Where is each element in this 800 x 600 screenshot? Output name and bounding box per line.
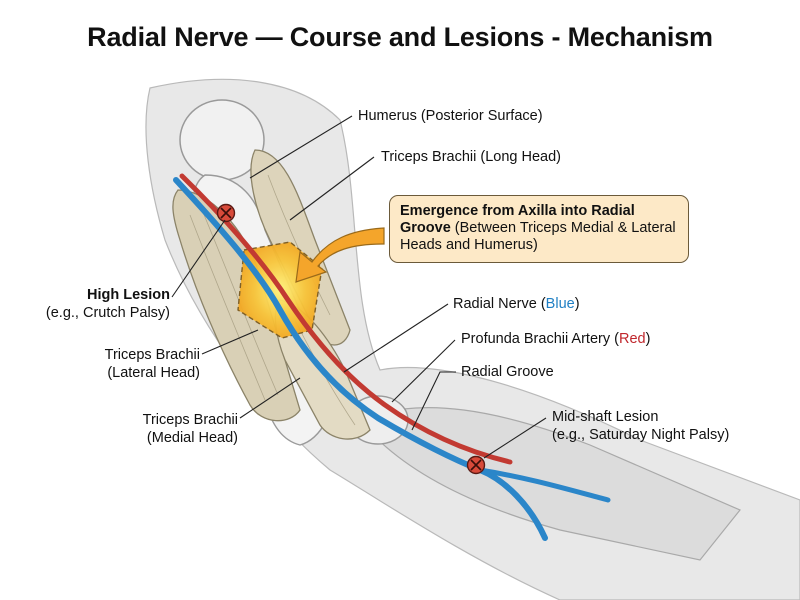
callout-bold-text: Emergence from Axilla into Radial Groove [400, 203, 635, 236]
emergence-callout-box: Emergence from Axilla into Radial Groove… [389, 195, 689, 263]
label-radial-nerve: Radial Nerve (Blue) [453, 295, 580, 313]
radial-nerve-color-word: Blue [545, 296, 575, 312]
label-radial-groove: Radial Groove [461, 364, 554, 380]
label-high-lesion: High Lesion (e.g., Crutch Palsy) [0, 286, 170, 322]
label-humerus: Humerus (Posterior Surface) [358, 108, 543, 124]
label-midshaft-lesion: Mid-shaft Lesion (e.g., Saturday Night P… [552, 408, 729, 444]
high-lesion-marker [216, 203, 236, 223]
triceps-lateral-line2: (Lateral Head) [107, 365, 200, 381]
midshaft-title: Mid-shaft Lesion [552, 409, 659, 425]
radial-nerve-branch [477, 467, 611, 503]
leader-triceps-long [289, 156, 375, 221]
leader-triceps-lateral [201, 329, 259, 355]
label-triceps-medial-head: Triceps Brachii (Medial Head) [0, 411, 238, 447]
radial-nerve-suffix: ) [574, 296, 580, 312]
profunda-brachii-artery [179, 173, 513, 465]
artery-color-word: Red [618, 331, 646, 347]
leader-midshaft [483, 417, 547, 459]
triceps-medial-line1: Triceps Brachii [142, 412, 238, 428]
callout-rest-text: (Between Triceps Medial & Lateral Heads … [400, 220, 676, 253]
triceps-medial-line2: (Medial Head) [146, 430, 238, 446]
radial-nerve [173, 177, 548, 541]
leader-radial-nerve [343, 303, 449, 373]
triceps-long-head [250, 149, 351, 346]
midshaft-example: (e.g., Saturday Night Palsy) [552, 427, 730, 443]
leader-triceps-medial [239, 377, 301, 419]
artery-text: Profunda Brachii Artery ( [461, 331, 619, 347]
high-lesion-title: High Lesion [87, 287, 170, 303]
leader-humerus [249, 115, 353, 179]
high-lesion-example: (e.g., Crutch Palsy) [45, 305, 170, 321]
diagram-title: Radial Nerve — Course and Lesions - Mech… [87, 22, 713, 52]
callout-arrow [295, 227, 385, 283]
midshaft-lesion-marker [466, 455, 486, 475]
triceps-lateral-line1: Triceps Brachii [104, 347, 200, 363]
triceps-lateral-head [172, 189, 301, 422]
leader-artery [391, 339, 456, 403]
leader-high-lesion [171, 219, 226, 298]
radial-nerve-text: Radial Nerve ( [453, 296, 546, 312]
leader-radial-groove [411, 371, 456, 431]
artery-suffix: ) [645, 331, 651, 347]
label-triceps-lateral-head: Triceps Brachii (Lateral Head) [0, 346, 200, 382]
label-profunda-brachii-artery: Profunda Brachii Artery (Red) [461, 330, 650, 348]
label-triceps-long-head: Triceps Brachii (Long Head) [381, 149, 561, 165]
